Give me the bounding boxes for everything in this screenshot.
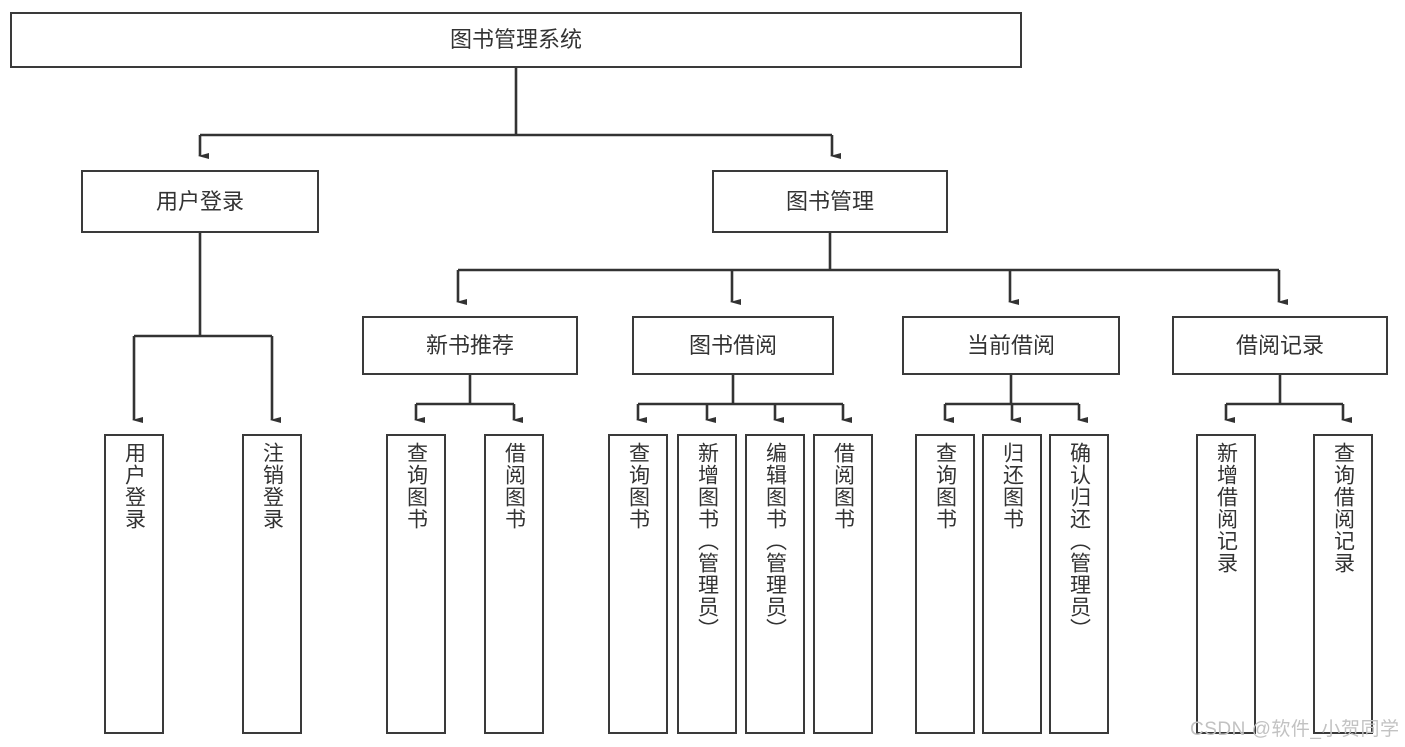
node-root-label: 图书管理系统: [449, 27, 582, 53]
node-leaf-query-book-borrow-label: 查询图书: [626, 442, 650, 530]
node-book-manage[interactable]: 图书管理: [712, 170, 948, 233]
node-user-login-label: 用户登录: [155, 188, 244, 214]
node-current-borrow-label: 当前借阅: [966, 332, 1055, 358]
node-leaf-user-login[interactable]: 用户登录: [104, 434, 164, 734]
node-current-borrow[interactable]: 当前借阅: [902, 316, 1120, 375]
node-user-login[interactable]: 用户登录: [81, 170, 319, 233]
node-leaf-edit-book-label: 编辑图书（管理员）: [763, 442, 787, 640]
node-new-book-recommend[interactable]: 新书推荐: [362, 316, 578, 375]
node-borrow-record[interactable]: 借阅记录: [1172, 316, 1388, 375]
node-leaf-query-book-recommend[interactable]: 查询图书: [386, 434, 446, 734]
node-leaf-borrow-book-recommend-label: 借阅图书: [502, 442, 526, 530]
node-leaf-borrow-book-label: 借阅图书: [831, 442, 855, 530]
node-book-manage-label: 图书管理: [785, 188, 874, 214]
node-leaf-logout[interactable]: 注销登录: [242, 434, 302, 734]
csdn-watermark: CSDN @软件_小贺同学: [1190, 719, 1400, 740]
node-leaf-logout-label: 注销登录: [260, 442, 284, 530]
node-leaf-query-book-borrow[interactable]: 查询图书: [608, 434, 668, 734]
node-leaf-confirm-return[interactable]: 确认归还（管理员）: [1049, 434, 1109, 734]
node-leaf-user-login-label: 用户登录: [122, 442, 146, 530]
node-leaf-return-book-label: 归还图书: [1000, 442, 1024, 530]
node-leaf-query-borrow-record-label: 查询借阅记录: [1331, 442, 1355, 574]
node-book-borrow[interactable]: 图书借阅: [632, 316, 834, 375]
node-leaf-edit-book[interactable]: 编辑图书（管理员）: [745, 434, 805, 734]
node-leaf-add-borrow-record[interactable]: 新增借阅记录: [1196, 434, 1256, 734]
node-new-book-recommend-label: 新书推荐: [425, 332, 514, 358]
node-book-borrow-label: 图书借阅: [688, 332, 777, 358]
node-borrow-record-label: 借阅记录: [1235, 332, 1324, 358]
node-leaf-query-book-current-label: 查询图书: [933, 442, 957, 530]
node-leaf-borrow-book[interactable]: 借阅图书: [813, 434, 873, 734]
node-leaf-return-book[interactable]: 归还图书: [982, 434, 1042, 734]
node-leaf-query-borrow-record[interactable]: 查询借阅记录: [1313, 434, 1373, 734]
node-leaf-borrow-book-recommend[interactable]: 借阅图书: [484, 434, 544, 734]
node-leaf-add-book-label: 新增图书（管理员）: [695, 442, 719, 640]
node-leaf-confirm-return-label: 确认归还（管理员）: [1067, 442, 1091, 640]
node-leaf-add-book[interactable]: 新增图书（管理员）: [677, 434, 737, 734]
node-leaf-query-book-current[interactable]: 查询图书: [915, 434, 975, 734]
node-leaf-query-book-recommend-label: 查询图书: [404, 442, 428, 530]
node-leaf-add-borrow-record-label: 新增借阅记录: [1214, 442, 1238, 574]
node-root[interactable]: 图书管理系统: [10, 12, 1022, 68]
